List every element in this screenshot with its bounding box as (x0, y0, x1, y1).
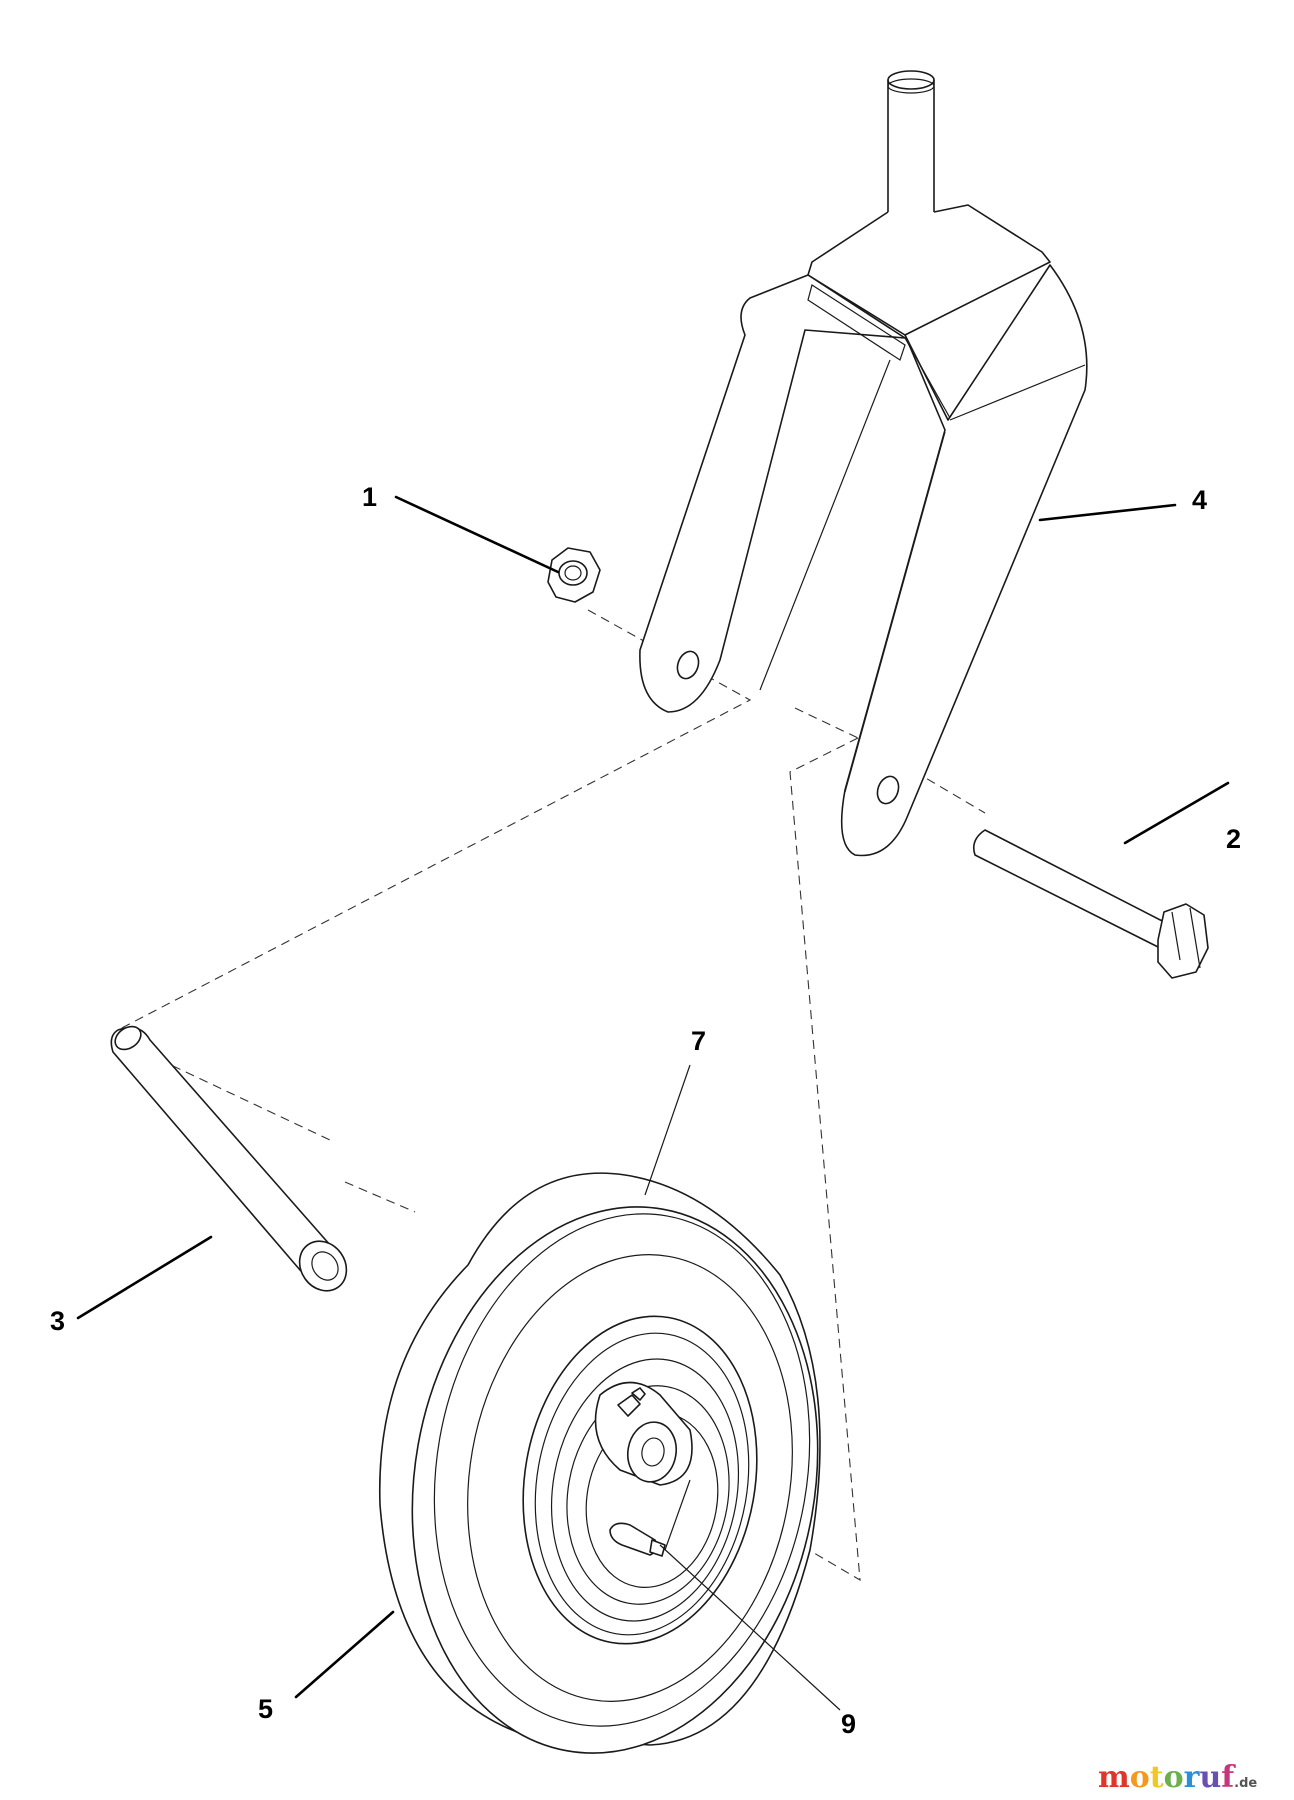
watermark-letter: f (1221, 1760, 1236, 1795)
watermark-letter: o (1130, 1760, 1150, 1795)
hex-bolt (972, 829, 1209, 979)
callout-5: 5 (258, 1694, 273, 1724)
watermark-suffix: .de (1234, 1776, 1257, 1791)
lock-nut (547, 547, 601, 603)
leader-lines (76, 495, 1230, 1711)
callout-7: 7 (691, 1026, 706, 1056)
watermark-letter: r (1184, 1760, 1201, 1795)
watermark-letter: o (1164, 1760, 1184, 1795)
callout-3: 3 (50, 1306, 65, 1336)
callout-labels: 1 4 2 7 3 5 9 (50, 482, 1241, 1739)
caster-fork (639, 70, 1088, 857)
callout-1: 1 (362, 482, 377, 512)
watermark-letter: t (1150, 1760, 1164, 1795)
svg-text:motoruf.de: motoruf.de (1098, 1760, 1257, 1795)
callout-2: 2 (1226, 824, 1241, 854)
callout-9: 9 (841, 1709, 856, 1739)
watermark-letter: m (1098, 1760, 1130, 1795)
motoruf-watermark: motoruf.de (1098, 1760, 1257, 1795)
callout-4: 4 (1192, 485, 1207, 515)
watermark-letter: u (1199, 1760, 1221, 1795)
wheel-assembly (378, 1172, 821, 1754)
spacer-tube (110, 1025, 348, 1292)
